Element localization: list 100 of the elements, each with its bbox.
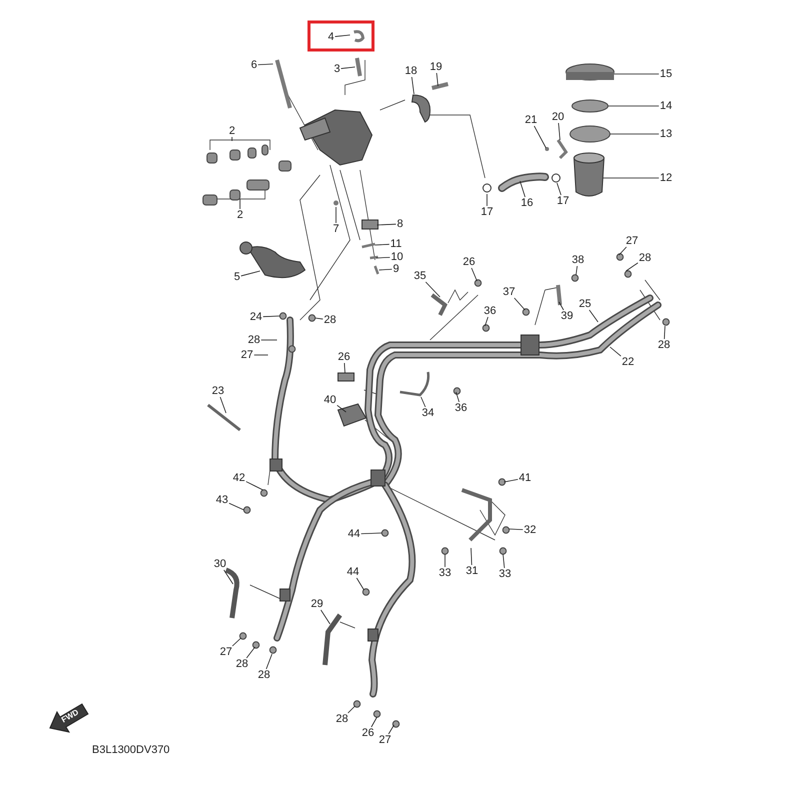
callout-number: 24: [248, 311, 264, 323]
leader-line: [411, 76, 414, 94]
callout-number: 2: [236, 209, 244, 221]
leader-line: [514, 298, 526, 310]
leader-line: [664, 326, 666, 340]
direction-label: FWD: [60, 708, 80, 724]
callout-number: 26: [360, 727, 376, 739]
part-code: B3L1300DV370: [92, 744, 170, 756]
leader-line: [588, 310, 598, 322]
leader-line: [254, 354, 268, 356]
callout-number: 28: [638, 252, 652, 264]
callout-number: 9: [392, 263, 400, 275]
leader-line: [556, 182, 562, 196]
callout-number: 22: [620, 356, 636, 368]
leader-line: [374, 244, 390, 246]
callout-number: 33: [498, 568, 512, 580]
leader-line: [314, 318, 324, 320]
leader-line: [232, 638, 242, 646]
leader-line: [486, 194, 488, 206]
callout-number: 36: [454, 402, 468, 414]
callout-number: 28: [322, 314, 338, 326]
callout-number: 4: [326, 31, 336, 43]
callout-number: 6: [250, 59, 258, 71]
leader-line: [484, 316, 488, 326]
leader-line: [610, 346, 622, 356]
callout-number: 7: [332, 223, 340, 235]
leader-line: [420, 396, 426, 408]
callout-number: 18: [404, 65, 418, 77]
callout-number: 3: [332, 63, 342, 75]
callout-number: 25: [578, 298, 592, 310]
callout-number: 40: [322, 394, 338, 406]
leader-line: [618, 246, 627, 256]
callout-number: 26: [336, 351, 352, 363]
leader-line: [520, 180, 526, 198]
leader-line: [246, 646, 256, 658]
callout-number: 16: [520, 197, 534, 209]
leader-line: [436, 72, 438, 86]
leader-line: [334, 34, 350, 37]
callout-number: 8: [396, 218, 404, 230]
leader-line: [246, 481, 264, 490]
leader-line: [228, 502, 244, 510]
callout-number: 29: [310, 598, 324, 610]
leader-line: [376, 224, 396, 226]
callout-number: 36: [482, 305, 498, 317]
callout-number: 19: [428, 61, 444, 73]
callout-number: 42: [232, 472, 246, 484]
callout-number: 21: [524, 114, 538, 126]
leader-line: [240, 270, 260, 276]
leader-line: [470, 548, 472, 566]
leader-line: [258, 64, 274, 66]
leader-line: [320, 610, 330, 624]
callout-number: 28: [246, 334, 262, 346]
callout-number: 20: [550, 111, 566, 123]
leader-line: [266, 654, 272, 670]
callout-number: 35: [412, 270, 428, 282]
callout-number: 33: [438, 567, 452, 579]
callout-number: 27: [378, 734, 392, 746]
callout-number: 28: [256, 669, 272, 681]
callout-number: 26: [462, 256, 476, 268]
callout-number: 30: [212, 558, 228, 570]
leader-line: [340, 66, 356, 69]
callout-number: 39: [560, 310, 574, 322]
leader-line: [388, 724, 394, 734]
leader-line: [558, 122, 560, 140]
leader-line: [502, 554, 505, 568]
leader-line: [220, 396, 226, 414]
leader-line: [508, 528, 524, 530]
callout-number: 12: [658, 172, 674, 184]
callout-number: 41: [518, 472, 532, 484]
callout-number: 27: [624, 235, 640, 247]
callout-number: 27: [240, 349, 254, 361]
leader-line: [378, 268, 392, 270]
leader-line: [356, 578, 364, 590]
callout-number: 11: [389, 238, 403, 250]
leader-line: [344, 362, 346, 374]
callout-number: 27: [218, 646, 234, 658]
leader-line: [376, 256, 390, 258]
callout-number: 2: [228, 125, 236, 137]
leader-line: [336, 404, 346, 412]
callout-number: 37: [502, 286, 516, 298]
leader-line: [576, 266, 578, 276]
callout-number: 43: [214, 494, 230, 506]
callout-number: 17: [480, 206, 494, 218]
leader-line: [626, 262, 638, 272]
leader-line: [534, 126, 546, 148]
callout-number: 15: [658, 68, 674, 80]
callout-number: 5: [232, 271, 242, 283]
callout-number: 10: [390, 251, 404, 263]
leader-line: [224, 570, 234, 584]
callout-number: 23: [210, 385, 226, 397]
callout-number: 44: [346, 528, 362, 540]
callout-number: 13: [658, 128, 674, 140]
callout-number: 34: [420, 407, 436, 419]
leader-line: [456, 392, 460, 402]
leader-line: [262, 316, 280, 318]
callout-number: 28: [234, 658, 250, 670]
callout-number: 44: [346, 566, 360, 578]
callout-number: 38: [570, 254, 586, 266]
callout-number: 17: [556, 195, 570, 207]
leader-line: [360, 532, 382, 534]
